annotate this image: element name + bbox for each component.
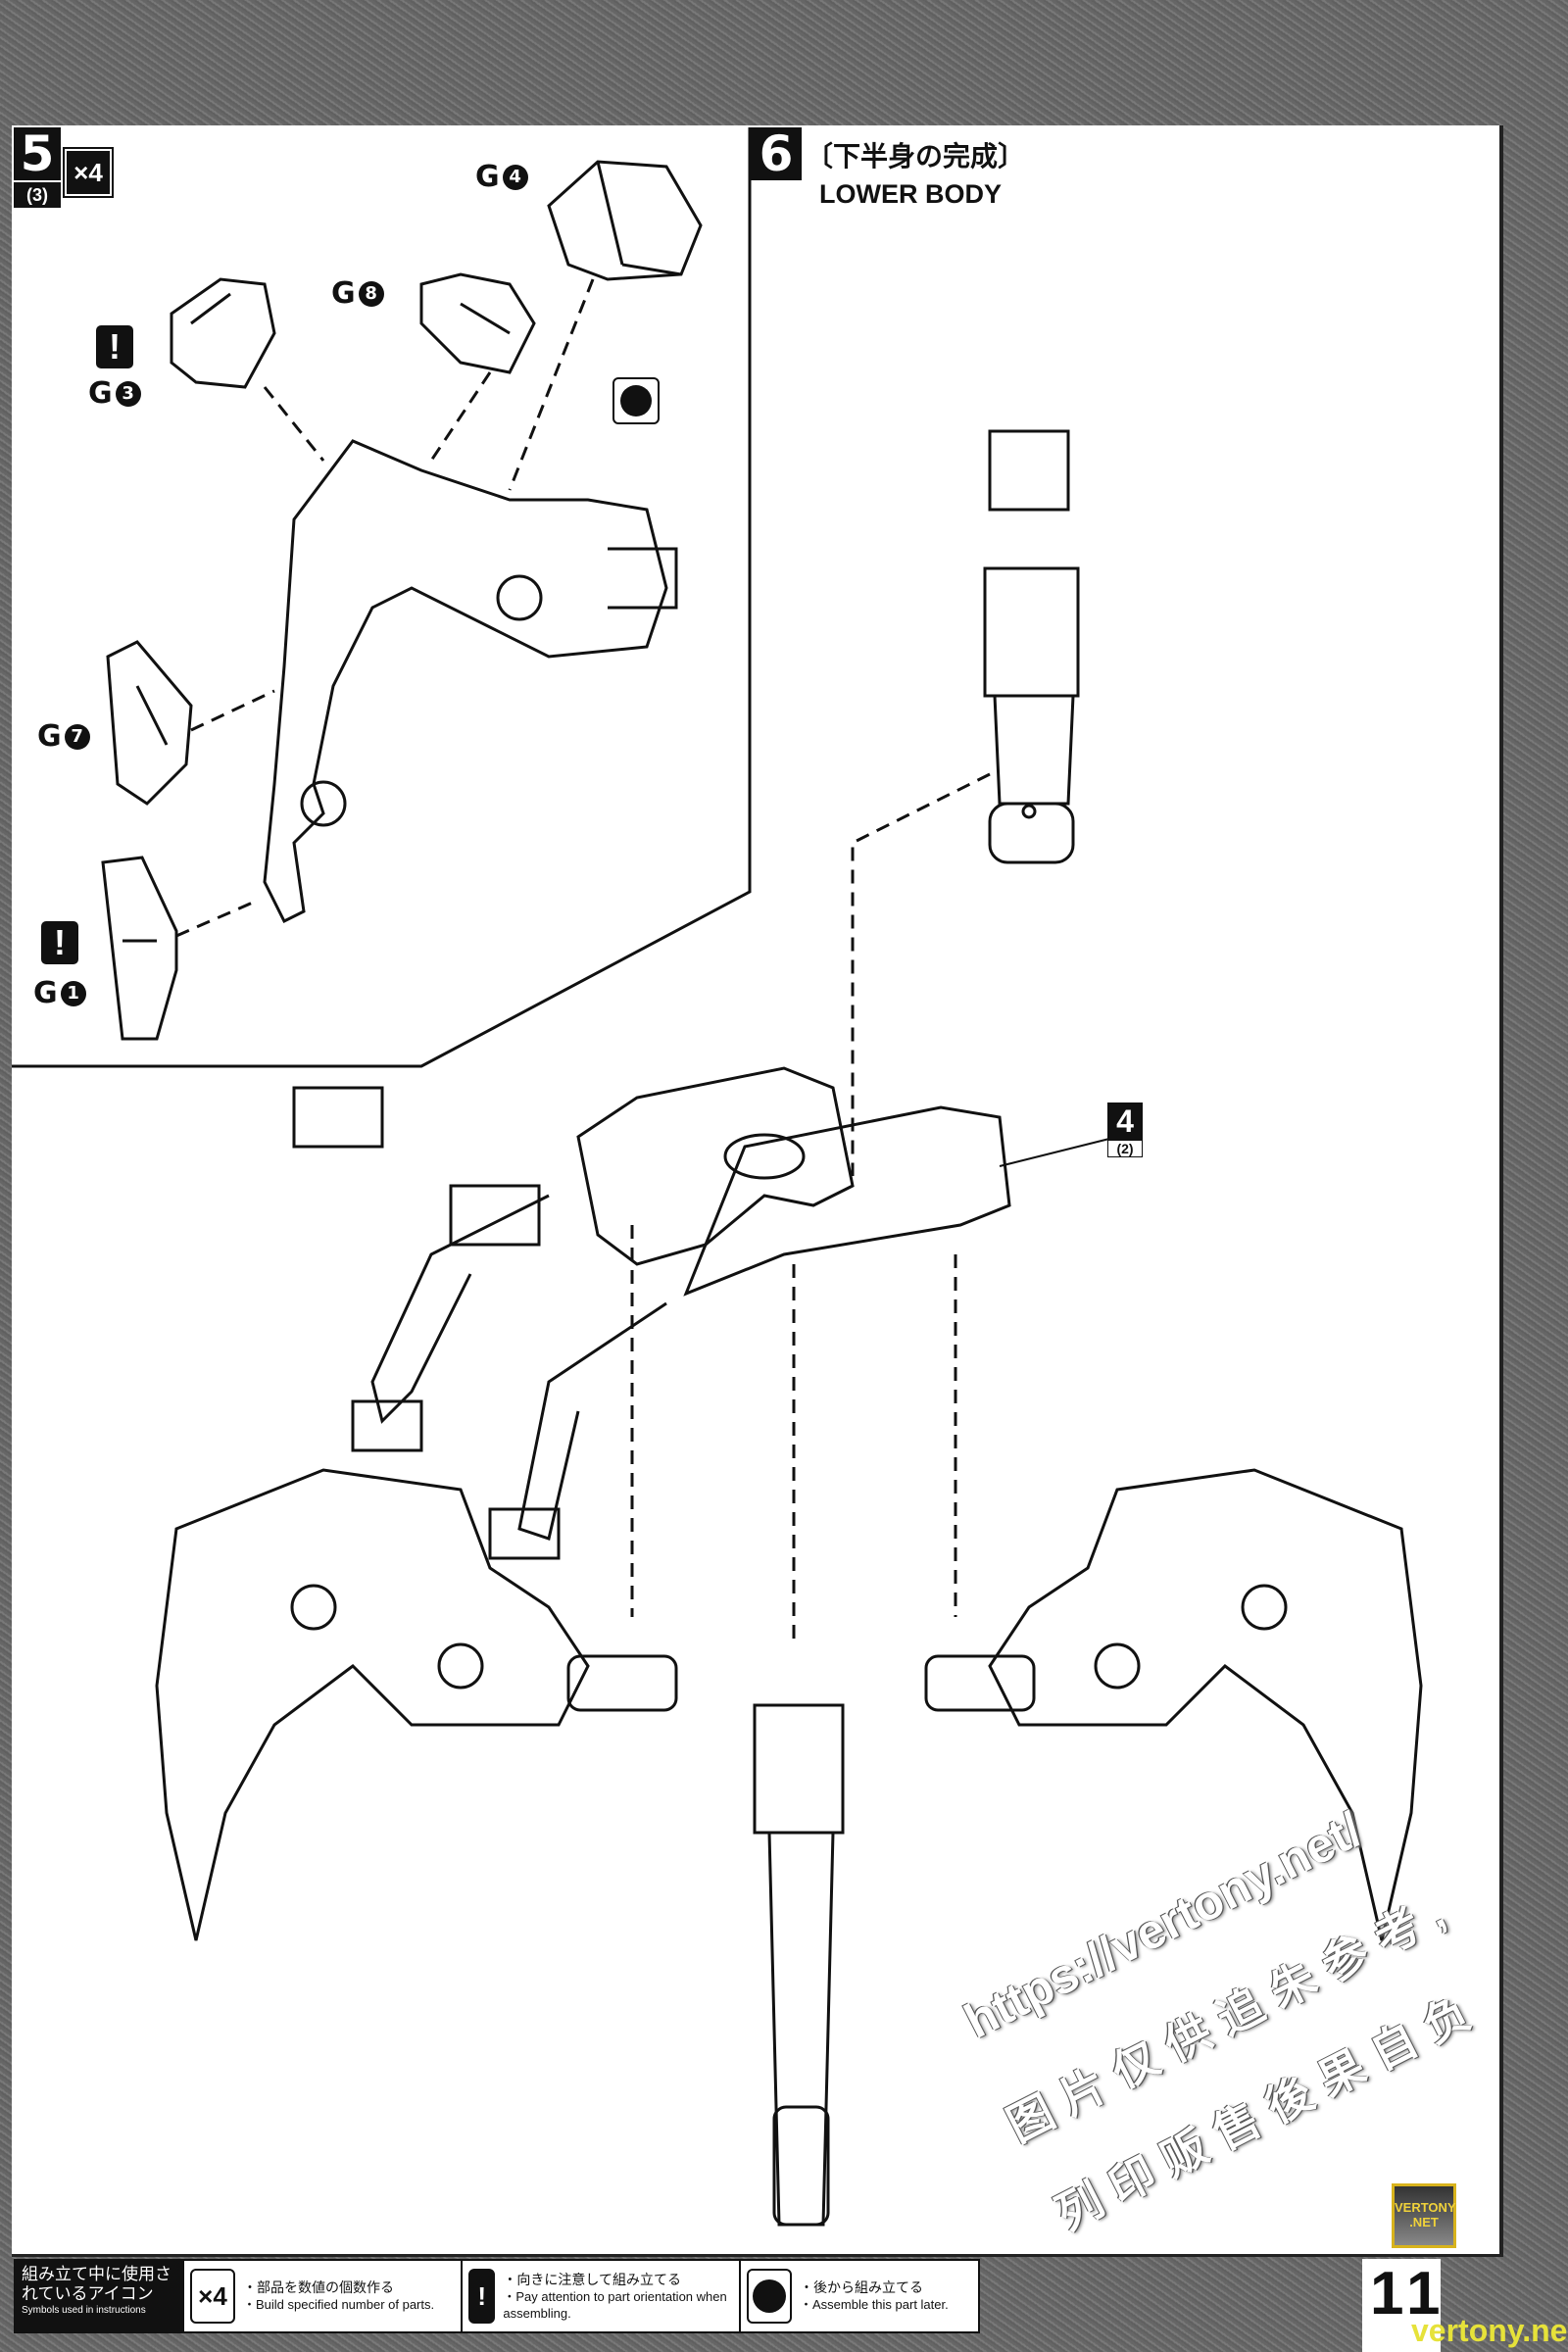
part-number: 4 (502, 164, 528, 190)
legend-jp: ・向きに注意して組み立てる (503, 2271, 681, 2287)
step6-title-jp: 〔下半身の完成〕 (806, 141, 1026, 172)
watermark-corner: vertony.net (1411, 2313, 1568, 2348)
leg-frame (263, 439, 678, 924)
thigh-part (753, 1703, 845, 2227)
part-g1 (101, 856, 178, 1041)
part-number: 1 (60, 980, 86, 1006)
legend-heading: 組み立て中に使用されているアイコン Symbols used in instruc… (16, 2261, 182, 2331)
legend-en: ・Assemble this part later. (800, 2297, 949, 2312)
legend-jp: ・後から組み立てる (800, 2279, 923, 2295)
legend-item-multiply: ×4 ・部品を数値の個数作る・Build specified number of … (182, 2261, 461, 2331)
assemble-later-icon (747, 2269, 792, 2324)
manual-page (12, 125, 1503, 2257)
part-g3 (170, 277, 276, 389)
leg-left (155, 1468, 678, 1941)
step5-count-ref: (3) (14, 182, 61, 208)
legend-en: ・Pay attention to part orientation when … (503, 2288, 727, 2321)
callout-step-4: 4 (2) (1107, 1102, 1143, 1157)
hip-frame (292, 1066, 1011, 1560)
caution-icon: ! (96, 325, 133, 368)
page-number: 11 (1362, 2259, 1441, 2352)
step5-panel-border (12, 127, 752, 1068)
callout-ref: (2) (1107, 1140, 1143, 1157)
watermark-logo: VERTONY .NET (1392, 2183, 1456, 2248)
step5-number: 5 (14, 127, 61, 180)
part-g8 (419, 272, 536, 374)
assemble-later-icon (612, 377, 660, 424)
callout-number: 4 (1107, 1102, 1143, 1140)
legend-heading-jp: 組み立て中に使用されているアイコン (22, 2265, 172, 2303)
callout-leader (999, 1136, 1118, 1167)
part-number: 3 (115, 380, 141, 407)
runner-letter: G (88, 376, 113, 411)
runner-letter: G (37, 719, 62, 754)
caution-icon: ! (41, 921, 78, 964)
runner-letter: G (331, 276, 356, 311)
leg-right (924, 1468, 1423, 1941)
waist-part (983, 429, 1080, 864)
part-number: 8 (358, 280, 384, 307)
x4-icon: ×4 (190, 2269, 235, 2324)
legend-heading-en: Symbols used in instructions (22, 2305, 146, 2316)
part-number: 7 (64, 723, 90, 750)
legend-item-later: ・後から組み立てる・Assemble this part later. (739, 2261, 978, 2331)
step6-number: 6 (751, 127, 802, 180)
exclamation-icon: ! (468, 2269, 496, 2324)
runner-letter: G (33, 976, 58, 1010)
part-g4 (547, 160, 703, 281)
legend-item-orientation: ! ・向きに注意して組み立てる・Pay attention to part ori… (461, 2261, 739, 2331)
legend-en: ・Build specified number of parts. (243, 2297, 435, 2312)
legend-jp: ・部品を数値の個数作る (243, 2279, 394, 2295)
step5-multiplier: ×4 (63, 147, 114, 198)
step6-title-en: LOWER BODY (819, 179, 1002, 209)
runner-letter: G (475, 160, 500, 194)
part-g7 (106, 640, 193, 806)
symbols-legend: 組み立て中に使用されているアイコン Symbols used in instruc… (14, 2259, 980, 2333)
